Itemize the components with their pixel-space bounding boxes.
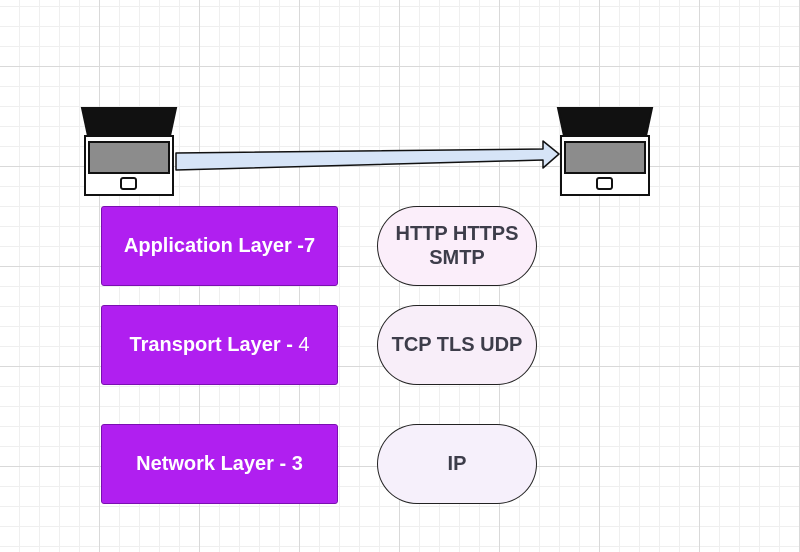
source-laptop-icon (80, 107, 178, 196)
application-layer-label: Application Layer -7 (123, 234, 316, 257)
application-protocols-label: HTTP HTTPS SMTP (395, 223, 519, 269)
network-layer-label: Network Layer - 3 (136, 452, 303, 475)
network-protocols-pill: IP (377, 424, 537, 504)
destination-laptop-icon (556, 107, 654, 196)
transport-layer-box: Transport Layer - 4 (101, 305, 338, 385)
network-protocols-label: IP (447, 453, 467, 475)
network-layer-box: Network Layer - 3 (101, 424, 338, 504)
application-layer-box: Application Layer -7 (101, 206, 338, 286)
transport-protocols-label: TCP TLS UDP (391, 334, 523, 356)
transport-layer-label: Transport Layer - 4 (129, 333, 310, 356)
transport-protocols-pill: TCP TLS UDP (377, 305, 537, 385)
transport-layer-number: 4 (298, 333, 310, 356)
application-protocols-pill: HTTP HTTPS SMTP (377, 206, 537, 286)
